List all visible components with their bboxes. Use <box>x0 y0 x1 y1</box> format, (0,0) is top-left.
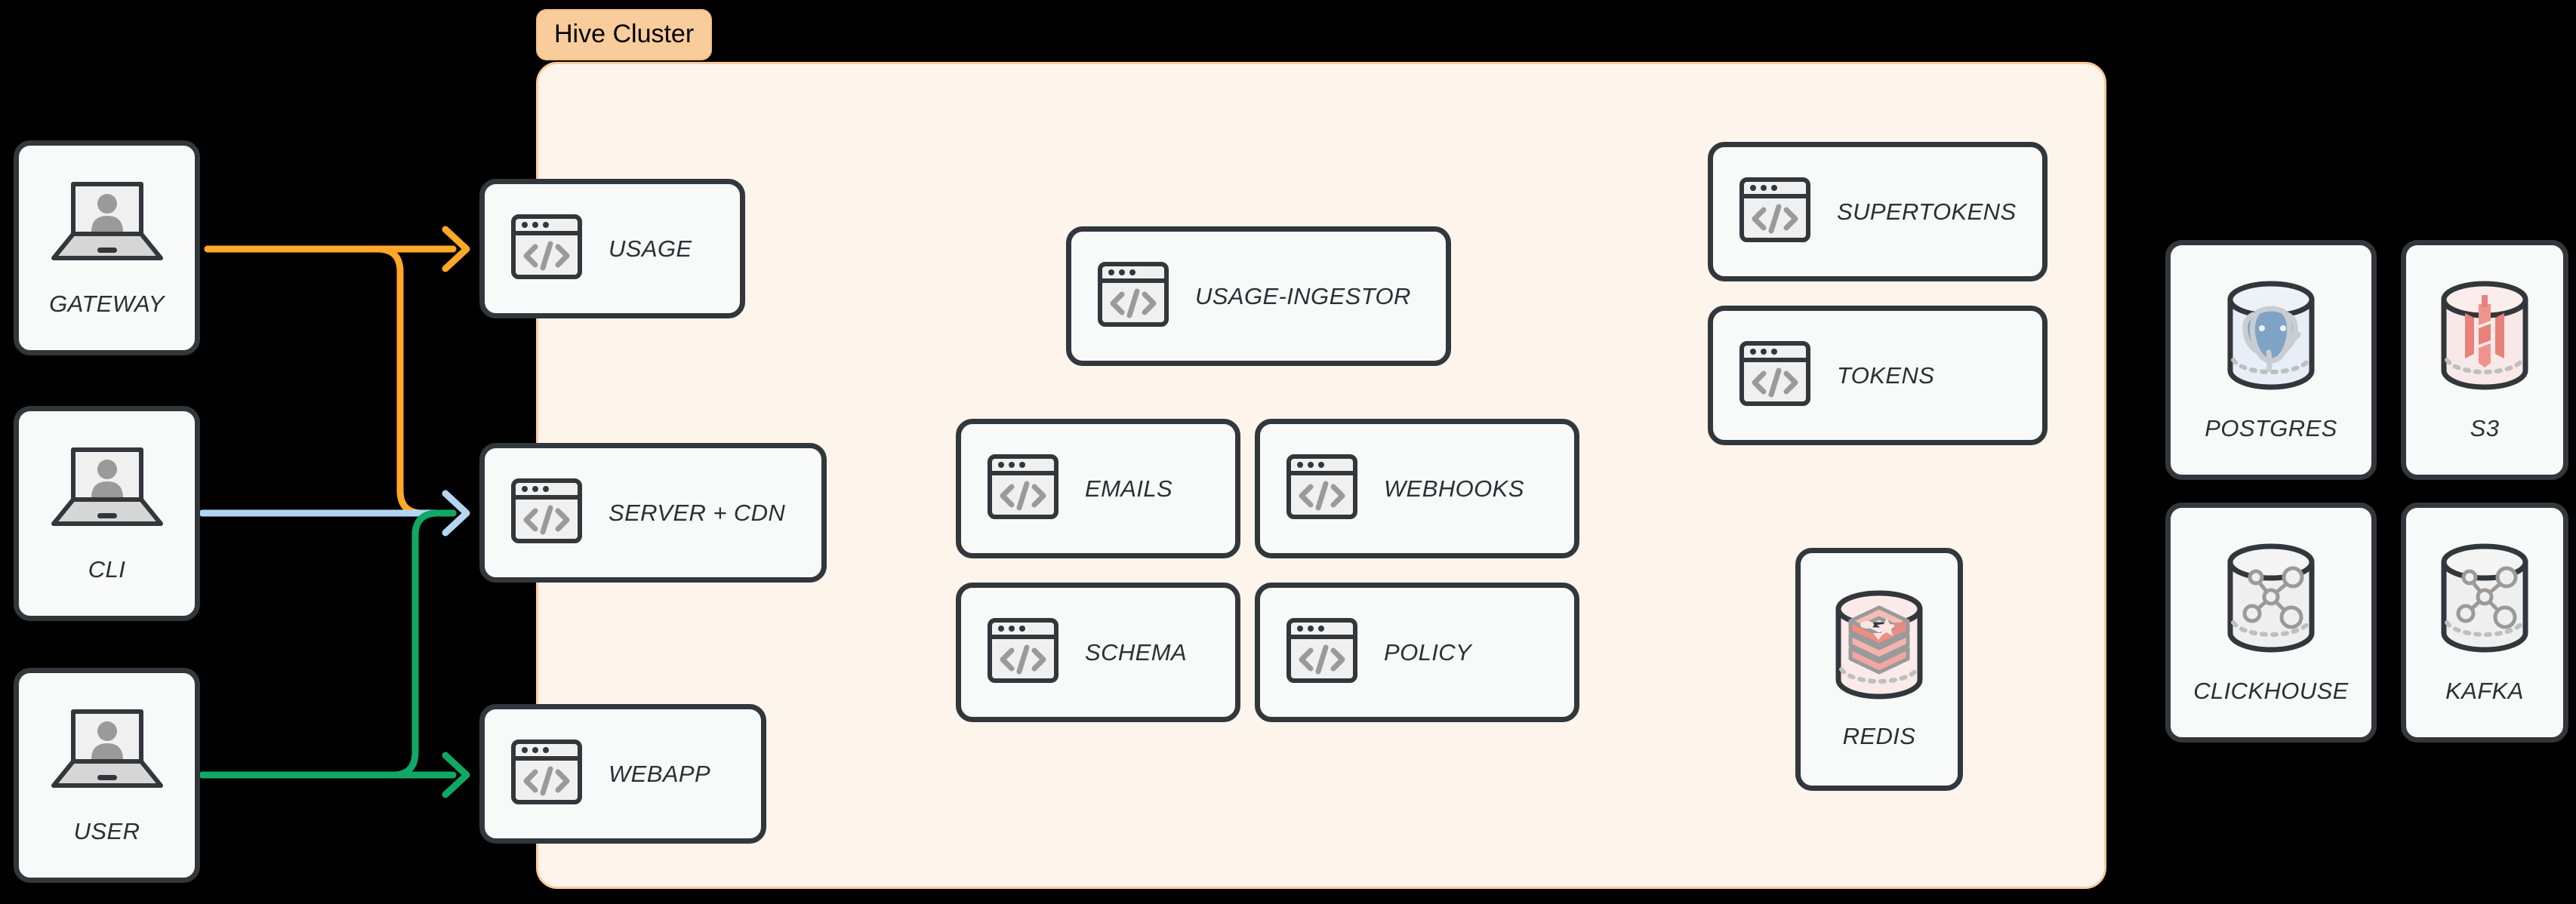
node-label: TOKENS <box>1837 361 1935 389</box>
hive-cluster-badge: Hive Cluster <box>536 9 713 60</box>
code-window-icon <box>987 450 1059 527</box>
node-label: EMAILS <box>1085 475 1173 502</box>
node-redis[interactable]: REDIS <box>1795 548 1963 791</box>
laptop-user-icon <box>51 706 164 798</box>
laptop-user-icon <box>51 444 164 537</box>
node-schema[interactable]: SCHEMA <box>956 583 1240 722</box>
arrowhead-usage <box>442 226 470 272</box>
node-label: KAFKA <box>2445 677 2524 704</box>
node-gateway[interactable]: GATEWAY <box>14 140 200 355</box>
redis-database-icon <box>1828 589 1930 703</box>
node-label: USAGE-INGESTOR <box>1195 282 1411 309</box>
postgres-database-icon <box>2218 278 2324 395</box>
node-policy[interactable]: POLICY <box>1255 583 1579 722</box>
wire-gateway-to-server <box>204 245 457 517</box>
arrowhead-server <box>442 490 470 537</box>
s3-database-icon <box>2432 278 2537 395</box>
node-cli[interactable]: CLI <box>14 406 200 621</box>
node-label: SERVER + CDN <box>609 499 786 526</box>
node-label: USER <box>73 818 140 844</box>
node-label: SUPERTOKENS <box>1837 198 2017 225</box>
node-label: GATEWAY <box>49 291 165 317</box>
code-window-icon <box>1739 337 1811 414</box>
node-label: USAGE <box>609 235 692 262</box>
node-label: REDIS <box>1842 722 1916 749</box>
node-label: POLICY <box>1384 638 1472 666</box>
node-webapp[interactable]: WEBAPP <box>479 704 766 844</box>
node-usage-ingestor[interactable]: USAGE-INGESTOR <box>1066 226 1451 366</box>
node-webhooks[interactable]: WEBHOOKS <box>1255 419 1579 558</box>
code-window-icon <box>510 736 583 812</box>
node-postgres[interactable]: POSTGRES <box>2165 240 2377 480</box>
node-label: SCHEMA <box>1085 638 1188 666</box>
node-label: CLICKHOUSE <box>2193 677 2349 704</box>
code-window-icon <box>1286 614 1358 690</box>
wire-user-to-server <box>199 509 457 779</box>
network-database-icon <box>2432 541 2537 658</box>
code-window-icon <box>987 614 1059 690</box>
node-usage[interactable]: USAGE <box>479 179 745 318</box>
code-window-icon <box>510 475 583 551</box>
network-database-icon <box>2218 541 2324 658</box>
node-server-cdn[interactable]: SERVER + CDN <box>479 443 827 583</box>
node-label: WEBAPP <box>609 760 711 787</box>
node-s3[interactable]: S3 <box>2401 240 2568 480</box>
node-kafka[interactable]: KAFKA <box>2401 503 2568 743</box>
arrowhead-webapp <box>442 752 470 798</box>
node-clickhouse[interactable]: CLICKHOUSE <box>2165 503 2377 743</box>
node-emails[interactable]: EMAILS <box>956 419 1240 558</box>
node-user[interactable]: USER <box>14 668 200 883</box>
code-window-icon <box>510 211 583 287</box>
code-window-icon <box>1739 174 1811 250</box>
node-label: S3 <box>2470 414 2500 441</box>
node-label: POSTGRES <box>2205 414 2337 441</box>
code-window-icon <box>1286 450 1358 527</box>
node-supertokens[interactable]: SUPERTOKENS <box>1708 142 2048 281</box>
node-label: CLI <box>88 556 126 583</box>
code-window-icon <box>1097 258 1169 334</box>
laptop-user-icon <box>51 178 164 271</box>
node-label: WEBHOOKS <box>1384 475 1524 502</box>
node-tokens[interactable]: TOKENS <box>1708 306 2048 445</box>
